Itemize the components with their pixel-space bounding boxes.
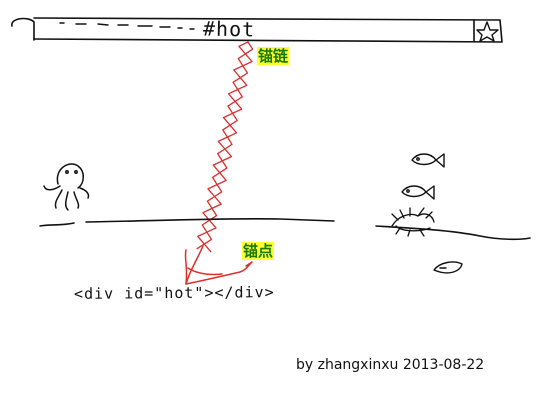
address-bar <box>11 17 503 43</box>
code-snippet: <div id="hot"></div> <box>73 283 275 303</box>
seabed-left-main <box>85 217 335 223</box>
octopus-icon <box>43 163 90 211</box>
shell-icon <box>433 261 463 274</box>
anchor-chain-label: 锚链 <box>257 47 290 65</box>
fish-icon <box>401 153 445 200</box>
anchor-icon <box>184 245 253 285</box>
url-dashes <box>59 22 195 30</box>
anchor-point-label: 锚点 <box>242 242 275 260</box>
crab-icon <box>391 207 435 237</box>
seabed-right <box>375 225 531 241</box>
credit-line: by zhangxinxu 2013-08-22 <box>296 357 485 373</box>
star-icon <box>476 21 499 42</box>
anchor-chain <box>196 41 254 253</box>
seabed-left <box>39 222 75 227</box>
address-bar-url: #hot <box>202 16 256 42</box>
